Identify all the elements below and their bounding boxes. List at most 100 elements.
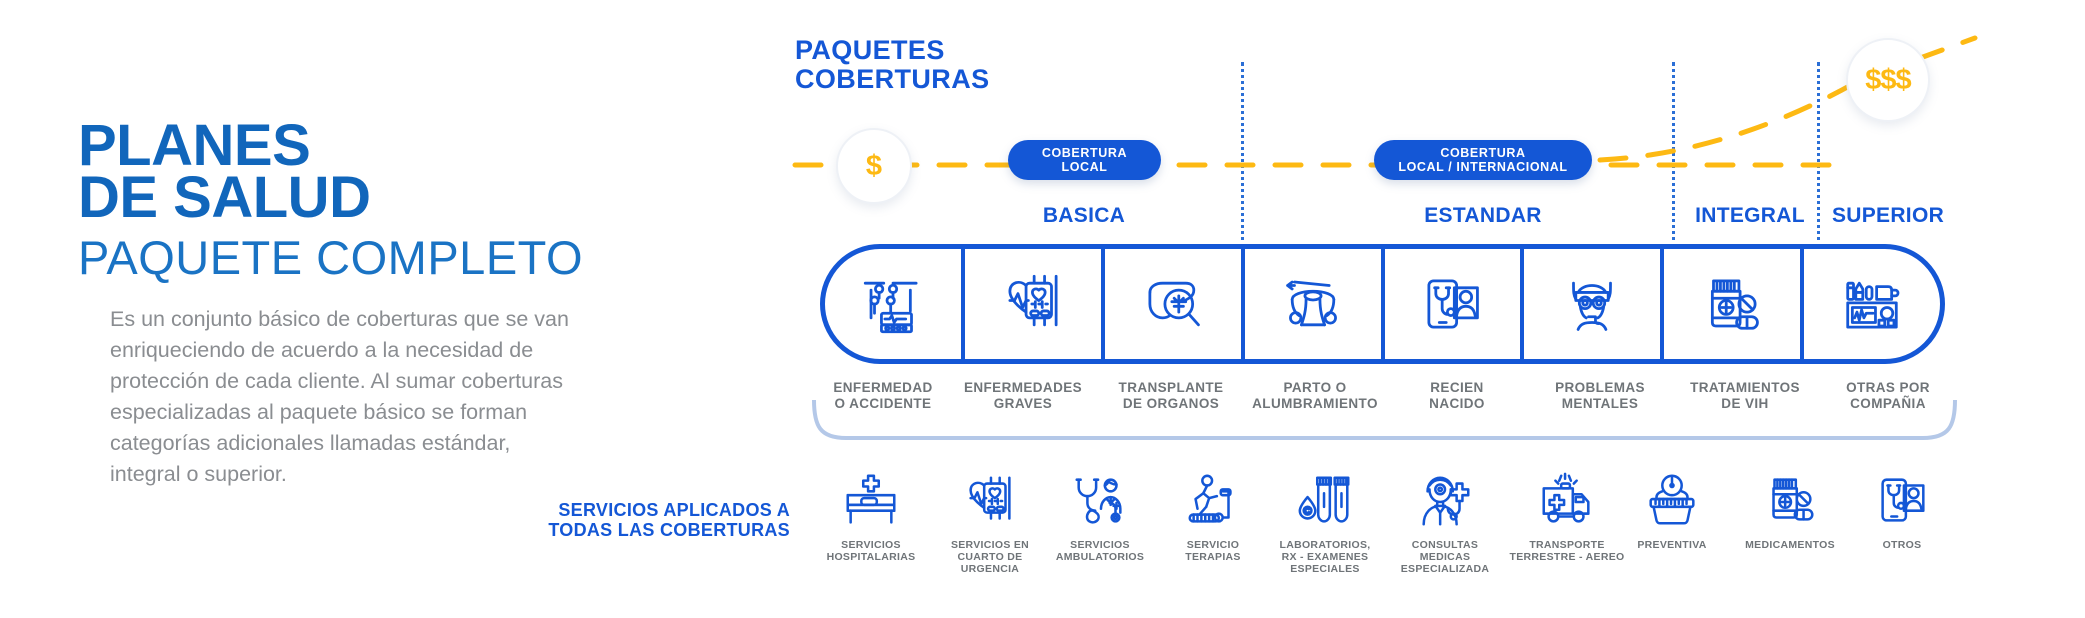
- coverage-bar: [820, 244, 1945, 364]
- service-caption-line-3: ESPECIALES: [1290, 563, 1360, 575]
- coverage-label-line-1: ENFERMEDADES: [963, 380, 1083, 395]
- coverage-label-line-2: DE VIH: [1721, 396, 1769, 411]
- service-item-laboratorios-rx-examenes-especiales[interactable]: LABORATORIOS, RX - EXAMENES ESPECIALES: [1240, 460, 1410, 575]
- service-caption: SERVICIOS EN CUARTO DE URGENCIA: [951, 539, 1029, 575]
- service-item-transporte-terrestre-aereo[interactable]: TRANSPORTE TERRESTRE - AEREO: [1482, 460, 1652, 563]
- coverage-label-tratamientos-de-vih: TRATAMIENTOS DE VIH: [1690, 380, 1800, 412]
- packages-heading-line-1: PAQUETES: [795, 35, 945, 65]
- service-caption-line-1: MEDICAMENTOS: [1745, 539, 1835, 551]
- coverage-label-enfermedad-o-accidente: ENFERMEDAD O ACCIDENTE: [833, 380, 932, 412]
- price-badge-high-label: $$$: [1865, 63, 1911, 96]
- coverage-label-otras-por-compania: OTRAS POR COMPAÑIA: [1846, 380, 1930, 412]
- coverage-label-line-1: RECIEN: [1430, 380, 1484, 395]
- service-caption: CONSULTAS MEDICAS ESPECIALIZADA: [1401, 539, 1490, 575]
- pill-cobertura-local[interactable]: COBERTURA LOCAL: [1008, 140, 1161, 180]
- service-caption-line-2: AMBULATORIOS: [1055, 551, 1145, 563]
- coverage-label-line-2: COMPAÑIA: [1850, 396, 1926, 411]
- medicine-bottle-pills-icon: [1695, 267, 1769, 341]
- coverage-cell-otras-por-compania[interactable]: [1804, 249, 1940, 359]
- doctor-stethoscope-icon: [1069, 460, 1131, 532]
- uterus-icon: [1276, 267, 1350, 341]
- price-badge-high: $$$: [1846, 38, 1930, 122]
- service-caption-line-1: CONSULTAS: [1411, 539, 1479, 551]
- left-panel: PLANES DE SALUD PAQUETE COMPLETO Es un c…: [78, 113, 718, 490]
- pill-cobertura-local-internacional[interactable]: COBERTURA LOCAL / INTERNACIONAL: [1374, 140, 1592, 180]
- service-item-servicios-en-cuarto-de-urgencia[interactable]: SERVICIOS EN CUARTO DE URGENCIA: [905, 460, 1075, 575]
- coverage-label-line-1: PROBLEMAS: [1555, 380, 1645, 395]
- service-caption: PREVENTIVA: [1637, 539, 1706, 551]
- weight-scale-icon: [1641, 460, 1703, 532]
- coverage-cell-problemas-mentales[interactable]: [1524, 249, 1665, 359]
- title-line-1: PLANES: [78, 113, 311, 178]
- coverage-cell-recien-nacido[interactable]: [1385, 249, 1525, 359]
- category-label-integral: INTEGRAL: [1695, 204, 1805, 227]
- coverage-label-line-2: MENTALES: [1561, 396, 1639, 411]
- coverage-label-line-1: PARTO O: [1283, 380, 1347, 395]
- medicine-bottle-pills-icon: [1759, 460, 1821, 532]
- pill-intl-line-2: LOCAL / INTERNACIONAL: [1398, 160, 1568, 174]
- service-caption-line-3: URGENCIA: [960, 563, 1020, 575]
- services-bracket: [812, 400, 1957, 440]
- page-title: PLANES DE SALUD: [78, 113, 718, 230]
- coverage-label-line-2: NACIDO: [1429, 396, 1485, 411]
- coverage-label-line-1: OTRAS POR: [1846, 380, 1930, 395]
- service-item-preventiva[interactable]: PREVENTIVA: [1587, 460, 1757, 551]
- packages-heading-line-2: COBERTURAS: [795, 64, 990, 94]
- service-caption: OTROS: [1883, 539, 1922, 551]
- service-caption: SERVICIOS HOSPITALARIAS: [827, 539, 916, 563]
- service-caption-line-2: MEDICAS: [1419, 551, 1471, 563]
- blood-pressure-monitor-icon: [996, 267, 1070, 341]
- blood-pressure-monitor-icon: [959, 460, 1021, 532]
- service-caption-line-2: HOSPITALARIAS: [826, 551, 916, 563]
- service-caption-line-2: RX - EXAMENES: [1281, 551, 1369, 563]
- services-title-line-1: SERVICIOS APLICADOS A: [558, 500, 790, 520]
- price-badge-low-label: $: [865, 149, 883, 182]
- service-caption: MEDICAMENTOS: [1745, 539, 1835, 551]
- service-item-otros[interactable]: OTROS: [1817, 460, 1987, 551]
- lab-monitor-icon: [1835, 267, 1909, 341]
- coverage-cell-tratamientos-de-vih[interactable]: [1664, 249, 1805, 359]
- services-title-line-2: TODAS LAS COBERTURAS: [548, 520, 790, 540]
- telemedicine-icon: [1415, 267, 1489, 341]
- service-caption: SERVICIO TERAPIAS: [1185, 539, 1241, 563]
- coverage-label-line-2: DE ORGANOS: [1122, 396, 1220, 411]
- service-caption-line-2: CUARTO DE: [957, 551, 1023, 563]
- specialist-doctor-icon: [1414, 460, 1476, 532]
- coverage-cell-enfermedad-o-accidente[interactable]: [825, 249, 965, 359]
- service-caption-line-3: ESPECIALIZADA: [1400, 563, 1490, 575]
- page-subtitle: PAQUETE COMPLETO: [78, 231, 584, 284]
- coverage-label-line-2: O ACCIDENTE: [834, 396, 932, 411]
- service-caption: LABORATORIOS, RX - EXAMENES ESPECIALES: [1279, 539, 1370, 575]
- category-label-superior: SUPERIOR: [1831, 204, 1945, 227]
- coverage-label-line-2: GRAVES: [993, 396, 1053, 411]
- service-item-servicios-ambulatorios[interactable]: SERVICIOS AMBULATORIOS: [1015, 460, 1185, 563]
- service-caption-line-1: OTROS: [1882, 539, 1922, 551]
- packages-heading: PAQUETES COBERTURAS: [795, 36, 990, 94]
- price-badge-low: $: [836, 128, 912, 204]
- service-caption-line-1: SERVICIO: [1186, 539, 1240, 551]
- category-label-estandar: ESTANDAR: [1424, 204, 1542, 227]
- service-item-medicamentos[interactable]: MEDICAMENTOS: [1705, 460, 1875, 551]
- service-caption-line-2: TERRESTRE - AEREO: [1509, 551, 1625, 563]
- service-caption-line-1: SERVICIOS: [841, 539, 901, 551]
- coverage-cell-parto-o-alumbramiento[interactable]: [1245, 249, 1385, 359]
- coverage-label-problemas-mentales: PROBLEMAS MENTALES: [1555, 380, 1645, 412]
- title-line-2: DE SALUD: [78, 165, 371, 230]
- service-caption-line-1: PREVENTIVA: [1637, 539, 1707, 551]
- service-item-servicio-terapias[interactable]: SERVICIO TERAPIAS: [1128, 460, 1298, 563]
- hospital-bed-icon: [840, 460, 902, 532]
- service-item-servicios-hospitalarias[interactable]: SERVICIOS HOSPITALARIAS: [786, 460, 956, 563]
- service-caption-line-1: SERVICIOS EN: [950, 539, 1030, 551]
- coverage-label-line-1: TRATAMIENTOS: [1690, 380, 1800, 395]
- coverage-cell-transplante-de-organos[interactable]: [1105, 249, 1245, 359]
- telemedicine-icon: [1871, 460, 1933, 532]
- service-item-consultas-medicas-especializada[interactable]: CONSULTAS MEDICAS ESPECIALIZADA: [1360, 460, 1530, 575]
- coverage-cell-enfermedades-graves[interactable]: [965, 249, 1105, 359]
- coverage-label-recien-nacido: RECIEN NACIDO: [1429, 380, 1485, 412]
- treadmill-therapy-icon: [1182, 460, 1244, 532]
- pill-intl-line-1: COBERTURA: [1440, 146, 1526, 160]
- coverage-label-transplante-de-organos: TRANSPLANTE DE ORGANOS: [1119, 380, 1224, 412]
- divider-estandar: [1241, 62, 1244, 248]
- mental-health-head-icon: [1555, 267, 1629, 341]
- pill-local-line-1: COBERTURA: [1041, 146, 1128, 160]
